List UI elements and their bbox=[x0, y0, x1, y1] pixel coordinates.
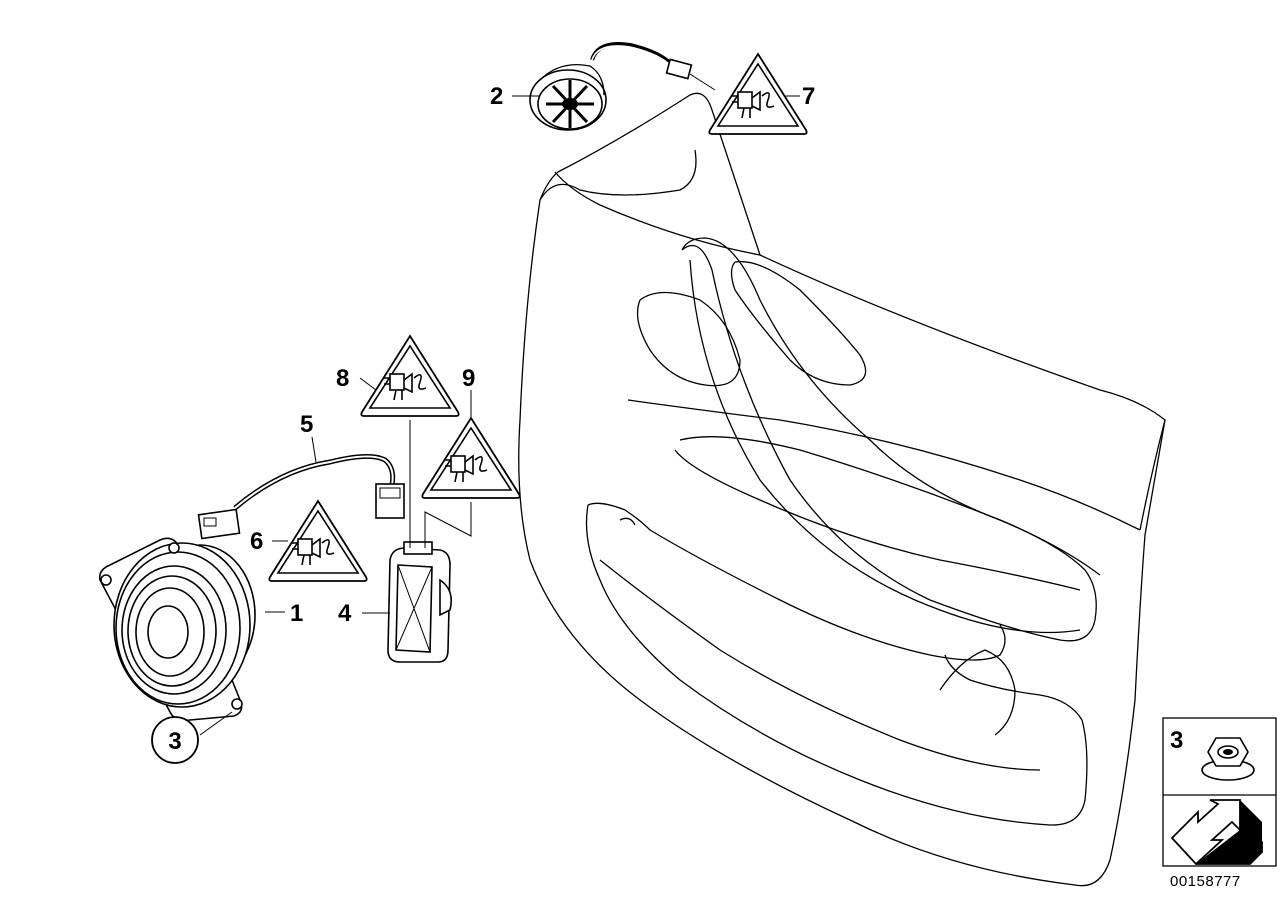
legend-nut-label: 3 bbox=[1170, 727, 1183, 754]
callout-7: 7 bbox=[802, 83, 815, 110]
callout-3-circle: 3 bbox=[151, 716, 199, 764]
callout-4: 4 bbox=[338, 600, 352, 627]
amplifier-module bbox=[387, 541, 453, 663]
connector-warning-icon bbox=[421, 417, 521, 499]
callout-3: 3 bbox=[168, 728, 181, 755]
leader-lines bbox=[199, 73, 800, 736]
callout-5: 5 bbox=[300, 411, 313, 438]
callout-1: 1 bbox=[290, 600, 303, 627]
arrow-icon bbox=[1170, 799, 1263, 866]
callout-9: 9 bbox=[462, 365, 475, 392]
tweeter bbox=[529, 42, 693, 131]
nut-icon bbox=[1201, 737, 1255, 781]
callout-2: 2 bbox=[490, 83, 503, 110]
legend-box: 3 bbox=[1162, 717, 1277, 867]
document-number: 00158777 bbox=[1170, 873, 1241, 890]
connector-warning-icon bbox=[708, 53, 808, 135]
speaker-cable bbox=[197, 454, 405, 540]
door-trim-panel bbox=[518, 92, 1166, 887]
speaker bbox=[98, 537, 256, 722]
connector-warning-icon bbox=[360, 335, 460, 417]
callout-8: 8 bbox=[336, 365, 349, 392]
callout-6: 6 bbox=[250, 528, 263, 555]
